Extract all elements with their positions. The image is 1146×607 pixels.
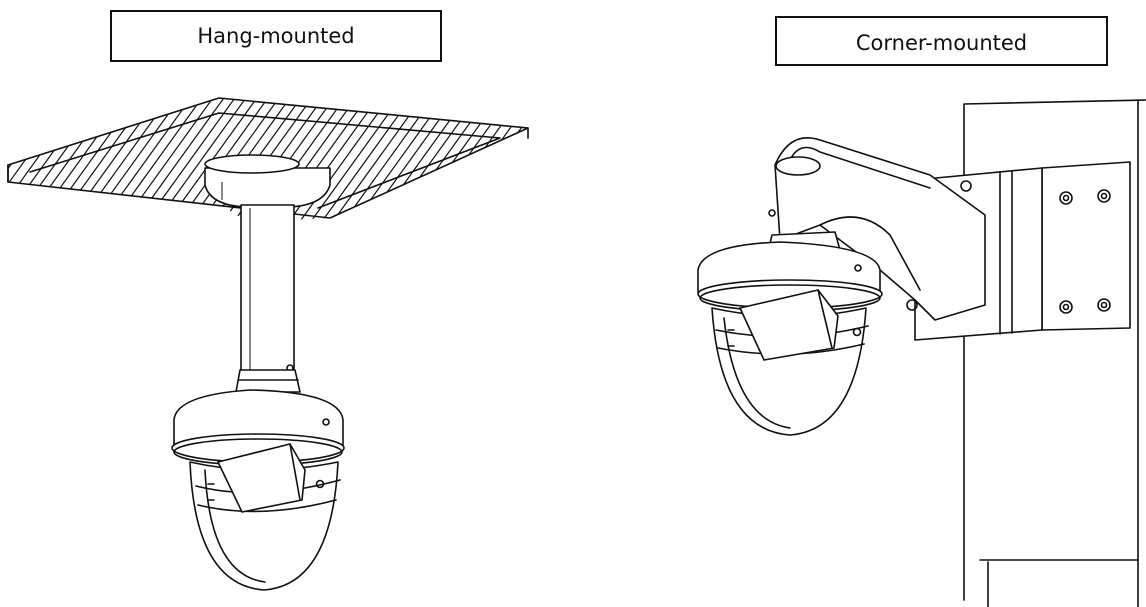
hatch-line xyxy=(47,98,139,221)
corner-mounted-label: Corner-mounted xyxy=(855,31,1028,55)
hatch-line xyxy=(8,98,95,221)
hatch-line xyxy=(465,98,528,221)
hatch-line xyxy=(157,98,249,221)
ceiling-hatching xyxy=(8,95,644,221)
hatch-line xyxy=(454,98,528,221)
pipe-coupler xyxy=(235,369,301,393)
hatch-line xyxy=(520,98,528,221)
hatch-line xyxy=(476,98,528,221)
hatch-line xyxy=(532,95,622,220)
hatch-line xyxy=(410,98,502,221)
hatch-line xyxy=(399,98,491,221)
ceiling-mount-cap xyxy=(204,154,331,208)
hatch-line xyxy=(14,98,106,221)
hatch-line xyxy=(311,98,403,221)
hatch-line xyxy=(80,98,172,221)
ceiling-slab xyxy=(7,95,644,221)
wall-corner xyxy=(963,99,1146,607)
hang-mounted-illustration xyxy=(7,95,644,591)
corner-mounted-illustration xyxy=(697,99,1146,607)
hatch-line xyxy=(543,95,633,220)
hatch-line xyxy=(69,98,161,221)
hatch-line xyxy=(344,98,436,221)
hatch-line xyxy=(8,98,73,221)
mounting-screws xyxy=(906,180,1111,314)
hatch-line xyxy=(554,95,644,220)
hatch-line xyxy=(36,98,128,221)
hatch-line xyxy=(421,98,513,221)
hatch-line xyxy=(498,98,528,221)
corner-dome-camera-body xyxy=(697,231,883,436)
hatch-line xyxy=(487,98,528,221)
hatch-line xyxy=(25,98,117,221)
corner-mounted-label-box: Corner-mounted xyxy=(775,16,1108,66)
dome-camera-body xyxy=(171,389,345,591)
hatch-line xyxy=(113,98,205,221)
hatch-line xyxy=(509,98,528,221)
pendant-pipe xyxy=(240,204,295,372)
hatch-line xyxy=(388,98,480,221)
hatch-line xyxy=(377,98,469,221)
hatch-line xyxy=(168,98,260,221)
hang-mounted-label-box: Hang-mounted xyxy=(110,10,442,62)
hatch-line xyxy=(8,98,51,221)
hang-mounted-label: Hang-mounted xyxy=(197,24,355,48)
hatch-line xyxy=(443,98,528,221)
wall-mount-arm xyxy=(768,137,986,321)
hatch-line xyxy=(432,98,524,221)
hatch-line xyxy=(355,98,447,221)
hatch-line xyxy=(322,98,414,221)
hatch-line xyxy=(58,98,150,221)
